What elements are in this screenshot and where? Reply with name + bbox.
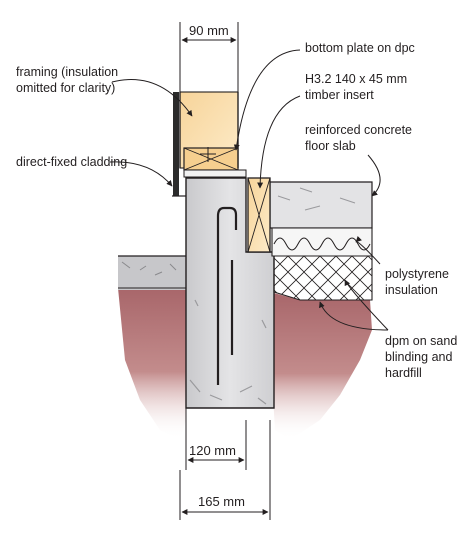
label-insert-line2: timber insert [305,88,374,102]
label-poly-line1: polystyrene [385,267,449,281]
concrete-foundation [185,177,275,409]
label-framing-line1: framing (insulation [16,65,118,79]
reinforcing-bar-left [216,206,238,385]
dimension-165mm: 165 mm [198,494,245,509]
label-dpm-line3: hardfill [385,366,422,380]
label-cladding: direct-fixed cladding [16,155,127,169]
hardfill-layer [273,255,373,301]
dimension-120mm: 120 mm [189,443,236,458]
label-insert-line1: H3.2 140 x 45 mm [305,72,407,86]
ground-soil [118,255,372,440]
dimension-90mm: 90 mm [189,23,229,38]
label-slab-line1: reinforced concrete [305,123,412,137]
label-dpm-line2: blinding and [385,350,452,364]
label-bottom-plate: bottom plate on dpc [305,41,415,55]
leader-lines [109,49,389,331]
dimension-lines [179,22,271,520]
label-framing-line2: omitted for clarity) [16,81,115,95]
timber-framing [179,91,247,178]
floor-slab [269,181,373,229]
label-dpm-line1: dpm on sand [385,334,457,348]
label-slab-line2: floor slab [305,139,356,153]
timber-insert [247,177,271,253]
direct-fixed-cladding [172,92,186,197]
label-poly-line2: insulation [385,283,438,297]
